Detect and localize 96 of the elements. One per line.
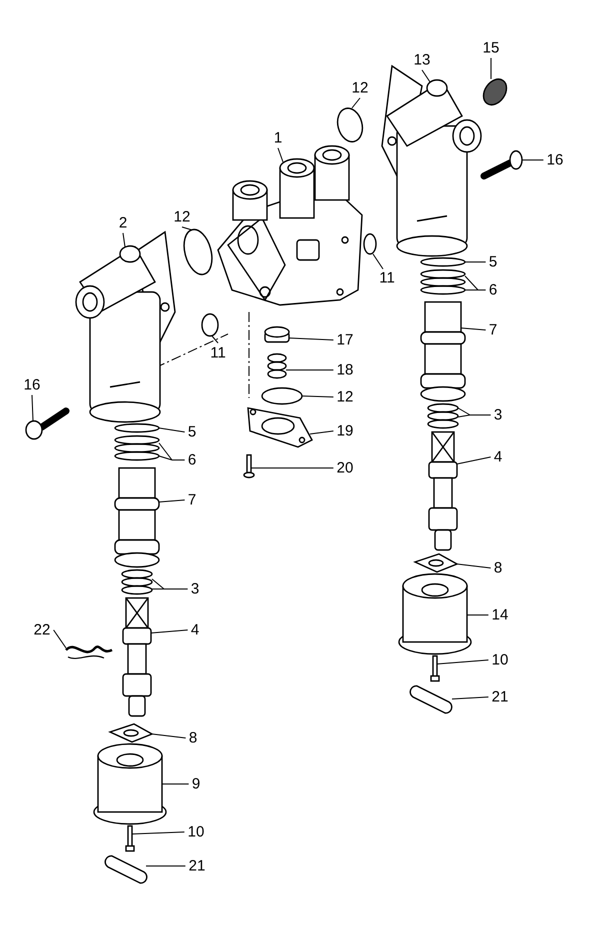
valve-sleeve-drawing	[114, 467, 160, 568]
leader-line	[278, 148, 284, 162]
leader-line	[158, 442, 186, 460]
o-ring-drawing	[336, 108, 364, 142]
callout-number: 14	[490, 608, 510, 622]
cover-plate-drawing	[247, 407, 313, 448]
callout-number: 11	[209, 346, 227, 360]
valve-housing-drawing	[381, 64, 482, 257]
spring-drawing	[121, 569, 153, 595]
o-ring-drawing	[201, 313, 219, 337]
callout-number: 3	[190, 582, 200, 596]
screw-drawing	[25, 408, 70, 440]
callout-number: 18	[336, 362, 354, 378]
valve-cap-drawing	[398, 573, 472, 655]
leader-line	[458, 408, 492, 418]
manifold-block-drawing	[217, 145, 363, 306]
callout-number: 12	[172, 210, 192, 224]
leader-line	[464, 276, 486, 290]
callout-number: 4	[190, 622, 200, 638]
slotted-washer-drawing	[413, 553, 459, 573]
callout-number: 6	[488, 282, 498, 298]
leader-line	[212, 336, 218, 344]
callout-number: 20	[336, 460, 354, 476]
o-ring-drawing	[183, 228, 213, 276]
leader-line	[302, 396, 334, 398]
mounting-plate-drawing	[410, 685, 452, 714]
leader-line	[372, 254, 384, 270]
leader-line	[310, 430, 334, 434]
callout-number: 16	[22, 378, 42, 392]
callout-number: 7	[186, 492, 198, 508]
screw-drawing	[243, 454, 255, 478]
callout-number: 22	[32, 622, 52, 638]
callout-number: 21	[490, 690, 510, 704]
valve-sleeve-drawing	[420, 301, 466, 402]
leader-line	[422, 70, 430, 82]
callout-number: 5	[186, 424, 198, 440]
strainer-drawing	[482, 78, 508, 106]
plug-drawing	[264, 326, 290, 343]
callout-number: 7	[488, 322, 498, 338]
callout-number: 8	[492, 560, 504, 576]
leader-line	[456, 564, 492, 568]
leader-line	[152, 578, 188, 590]
callout-number: 12	[350, 80, 370, 96]
screw-drawing	[125, 825, 135, 852]
leader-line	[456, 456, 492, 464]
callout-number: 13	[412, 52, 432, 68]
slotted-washer-drawing	[108, 723, 154, 743]
callout-number: 21	[188, 858, 206, 874]
valve-cap-drawing	[93, 743, 167, 825]
leader-line	[436, 660, 489, 664]
leader-line	[452, 696, 489, 700]
callout-number: 6	[186, 452, 198, 468]
leader-line	[158, 428, 186, 432]
spool-drawing	[122, 597, 152, 717]
leader-line	[150, 630, 188, 634]
spool-drawing	[428, 431, 458, 551]
callout-number: 1	[272, 130, 284, 146]
spring-drawing	[267, 353, 287, 379]
spring-drawing	[420, 269, 466, 295]
spring-drawing	[114, 435, 160, 461]
leader-line	[53, 630, 66, 648]
seal-ring-drawing	[420, 257, 466, 267]
callout-number: 8	[188, 730, 198, 746]
valve-housing-drawing	[75, 230, 176, 423]
callout-number: 4	[492, 450, 504, 464]
callout-number: 9	[190, 776, 202, 792]
callout-number: 2	[118, 216, 128, 230]
callout-number: 12	[336, 390, 354, 404]
spring-drawing	[427, 403, 459, 429]
leader-line	[152, 734, 186, 738]
callout-number: 17	[336, 332, 354, 348]
callout-number: 16	[546, 152, 564, 168]
leader-line	[182, 226, 192, 230]
leader-line	[490, 58, 492, 80]
callout-number: 5	[488, 254, 498, 270]
leader-line	[288, 338, 334, 340]
o-ring-drawing	[261, 387, 303, 405]
screw-drawing	[480, 150, 523, 180]
o-ring-drawing	[363, 233, 377, 255]
spring-clip-drawing	[65, 646, 112, 660]
callout-number: 3	[492, 408, 504, 422]
screw-drawing	[430, 655, 440, 682]
callout-number: 11	[378, 270, 396, 286]
leader-line	[460, 328, 486, 330]
leader-line	[132, 832, 185, 834]
callout-number: 10	[490, 652, 510, 668]
mounting-plate-drawing	[104, 855, 148, 884]
leader-line	[32, 394, 34, 422]
leader-line	[466, 614, 489, 616]
callout-number: 15	[482, 40, 500, 56]
callout-number: 19	[336, 424, 354, 438]
seal-ring-drawing	[114, 423, 160, 433]
leader-line	[122, 232, 126, 248]
callout-number: 10	[186, 824, 206, 840]
leader-line	[352, 98, 360, 108]
leader-line	[158, 500, 186, 502]
